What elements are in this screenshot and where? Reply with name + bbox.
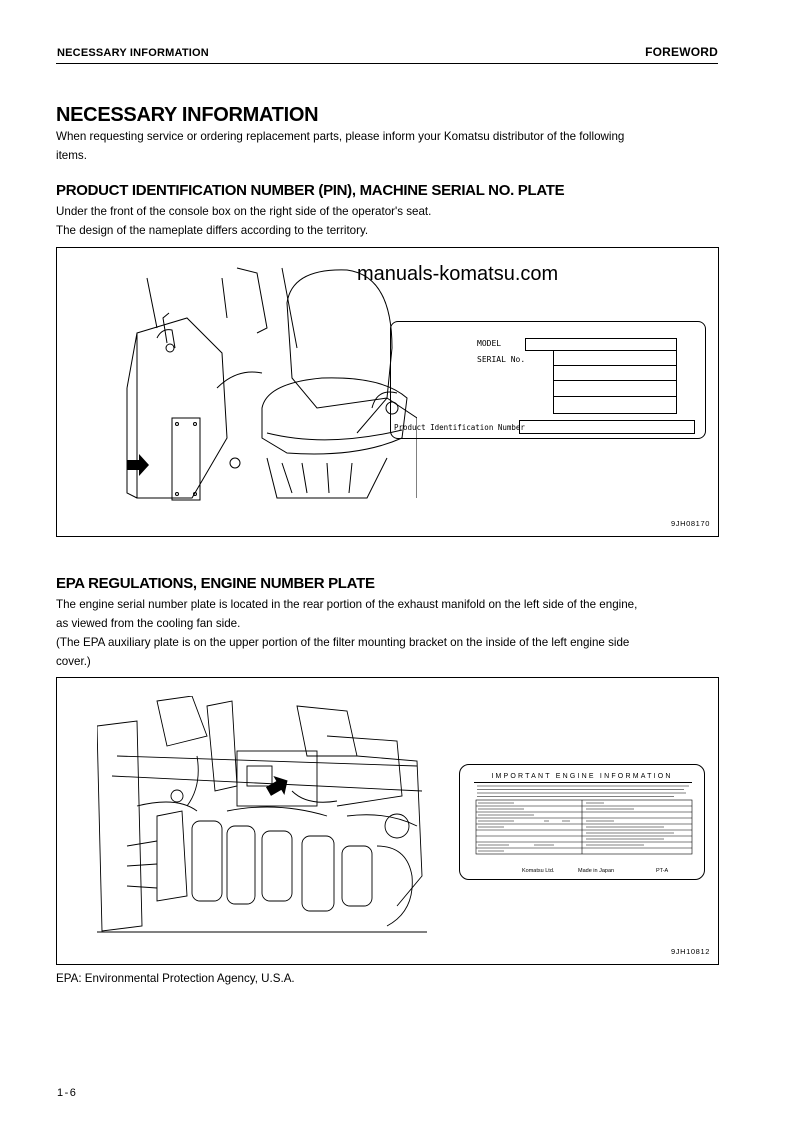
figure-code: 9JH08170 [671,519,710,528]
intro-line-1: When requesting service or ordering repl… [56,130,625,143]
pin-figure: manuals-komatsu.com MODEL SERIAL No. Pro… [56,247,719,537]
pin-section-heading: PRODUCT IDENTIFICATION NUMBER (PIN), MAC… [56,182,565,199]
epa-figure: IMPORTANT ENGINE INFORMATION Komatsu Ltd… [56,677,719,965]
epa-section-line-3: (The EPA auxiliary plate is on the upper… [56,636,630,649]
plate-serial-label: SERIAL No. [477,355,526,364]
watermark-text: manuals-komatsu.com [357,263,559,285]
plate-model-box [525,338,677,351]
pin-section-line-1: Under the front of the console box on th… [56,205,432,218]
engine-location-arrow-icon [265,775,288,796]
epa-section-line-1: The engine serial number plate is locate… [56,598,638,611]
header-rule [56,63,718,64]
epa-figure-code: 9JH10812 [671,947,710,956]
intro-line-2: items. [56,149,87,162]
operator-seat-illustration [126,267,417,501]
plate-pin-box [519,420,695,434]
epa-footnote: EPA: Environmental Protection Agency, U.… [56,972,295,985]
epa-section-line-2: as viewed from the cooling fan side. [56,617,241,630]
page-title: NECESSARY INFORMATION [56,104,319,126]
engine-illustration [97,696,427,933]
engine-info-plate: IMPORTANT ENGINE INFORMATION Komatsu Ltd… [459,764,705,880]
epa-section-line-4: cover.) [56,655,91,668]
pin-section-line-2: The design of the nameplate differs acco… [56,224,369,237]
epa-section-heading: EPA REGULATIONS, ENGINE NUMBER PLATE [56,575,375,592]
running-header-right: FOREWORD [645,45,718,59]
engine-plate-maker: Komatsu Ltd. [522,868,555,874]
page-number: 1-6 [57,1087,78,1099]
engine-plate-title: IMPORTANT ENGINE INFORMATION [491,773,673,780]
plate-serial-box [553,351,677,414]
plate-pin-label: Product Identification Number [394,423,525,432]
serial-nameplate: MODEL SERIAL No. Product Identification … [390,321,706,439]
engine-plate-made-in: Made in Japan [578,868,615,874]
location-arrow-icon [127,454,149,476]
engine-plate-pt: PT-A [656,868,669,874]
engine-plate-fine-print [475,785,693,855]
plate-model-label: MODEL [477,339,502,348]
running-header-left: NECESSARY INFORMATION [57,47,209,59]
